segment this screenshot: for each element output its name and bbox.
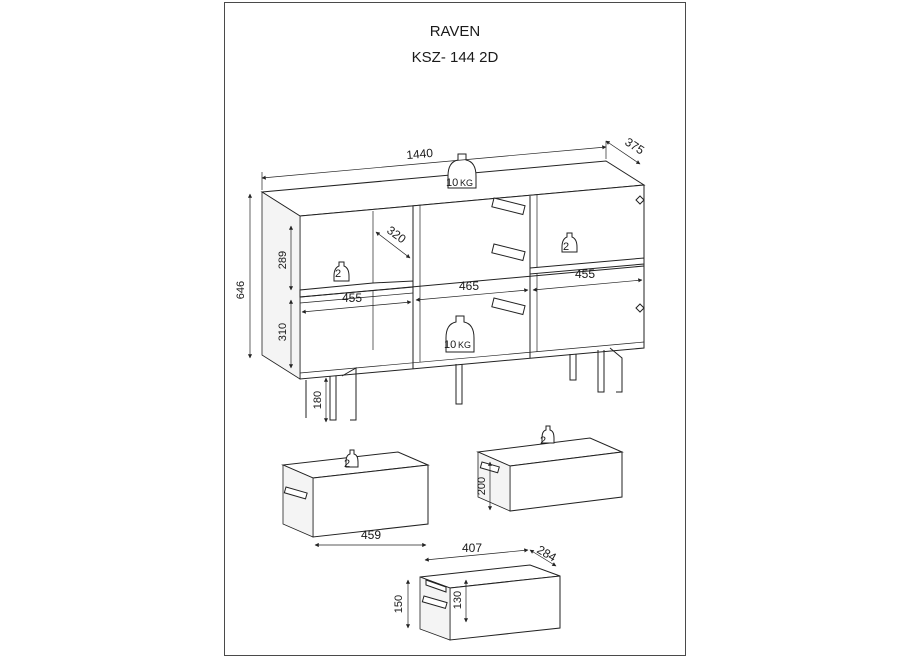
weight-bottle-icon <box>333 261 350 282</box>
dim-box-outer-height-label: 150 <box>393 595 405 613</box>
load-top-unit: KG <box>460 178 473 188</box>
drawer-right: 2 200 <box>476 425 624 512</box>
dim-line-inner-depth <box>375 231 411 259</box>
sideboard-left-side <box>261 191 301 380</box>
dim-left-compartment-label: 455 <box>342 291 362 305</box>
dim-drawer-front-height-label: 200 <box>476 477 488 495</box>
dim-height-label: 646 <box>235 281 247 299</box>
sideboard: 10 KG 10 KG 2 2 <box>260 153 646 421</box>
load-drawer-right-value: 2 <box>540 435 546 447</box>
drawer-left-front <box>312 464 429 538</box>
leg-front-left <box>329 376 337 421</box>
dim-upper-shelf-label: 289 <box>277 251 289 269</box>
dim-right-compartment-label: 455 <box>575 267 595 281</box>
bottom-inner <box>299 341 645 374</box>
shelf-right <box>529 257 645 275</box>
dim-lower-shelf-label: 310 <box>277 323 289 341</box>
door-handle-bottom <box>635 303 645 313</box>
drawer-left-runner <box>283 486 308 500</box>
weight-bottle-icon <box>541 425 555 444</box>
drawer-box-runner <box>421 595 448 610</box>
dim-line-depth <box>605 140 641 165</box>
weight-icon-right-shelf: 2 <box>561 232 578 253</box>
leg-front-right <box>597 350 605 393</box>
hinge-bottom <box>491 297 526 316</box>
dim-line-left-compartment <box>301 300 412 314</box>
dim-box-width-label: 407 <box>462 541 482 555</box>
dim-middle-compartment-label: 465 <box>459 279 479 293</box>
weight-bottle-icon <box>445 315 475 353</box>
dim-drawer-width-label: 459 <box>361 528 381 542</box>
dim-width-label: 1440 <box>406 146 434 162</box>
weight-icon-middle: 10 KG <box>444 315 475 353</box>
shelf-line <box>299 265 645 298</box>
load-drawer-left-value: 2 <box>344 458 350 470</box>
drawer-left-side <box>282 464 314 538</box>
load-left-shelf-value: 2 <box>335 268 341 280</box>
load-middle-unit: KG <box>458 340 471 350</box>
weight-icon-left-shelf: 2 <box>333 261 350 282</box>
door-handle-top <box>635 195 645 205</box>
dim-line-box-depth <box>529 549 557 567</box>
weight-bottle-icon <box>561 232 578 253</box>
dim-line-middle-compartment <box>415 288 529 302</box>
leg-front-mid <box>455 364 463 405</box>
leg-front-left-brace <box>341 367 357 421</box>
hinge-middle <box>491 243 526 262</box>
dim-leg-label: 180 <box>312 391 324 409</box>
dim-box-inner-height-label: 130 <box>452 591 464 609</box>
leg-front-right-brace <box>609 347 623 393</box>
hinge-fittings <box>491 197 526 316</box>
legs <box>305 347 623 421</box>
weight-bottle-icon <box>345 449 359 468</box>
load-top-value: 10 <box>446 177 458 189</box>
load-right-shelf-value: 2 <box>563 241 569 253</box>
drawer-box: 407 284 150 130 <box>393 541 561 641</box>
dim-box-depth-label: 284 <box>535 542 560 564</box>
drawer-box-inner-rim <box>425 579 447 593</box>
leg-back-mid <box>569 354 577 381</box>
load-middle-value: 10 <box>444 339 456 351</box>
dim-line-width <box>261 145 607 180</box>
drawer-box-side <box>419 576 451 641</box>
title-line-2: KSZ- 144 2D <box>412 49 499 66</box>
dim-line-box-width <box>424 548 529 562</box>
drawer-left: 2 459 <box>281 449 430 548</box>
dim-line-right-compartment <box>532 278 643 292</box>
hinge-top <box>491 197 526 216</box>
title-line-1: RAVEN <box>430 23 481 40</box>
